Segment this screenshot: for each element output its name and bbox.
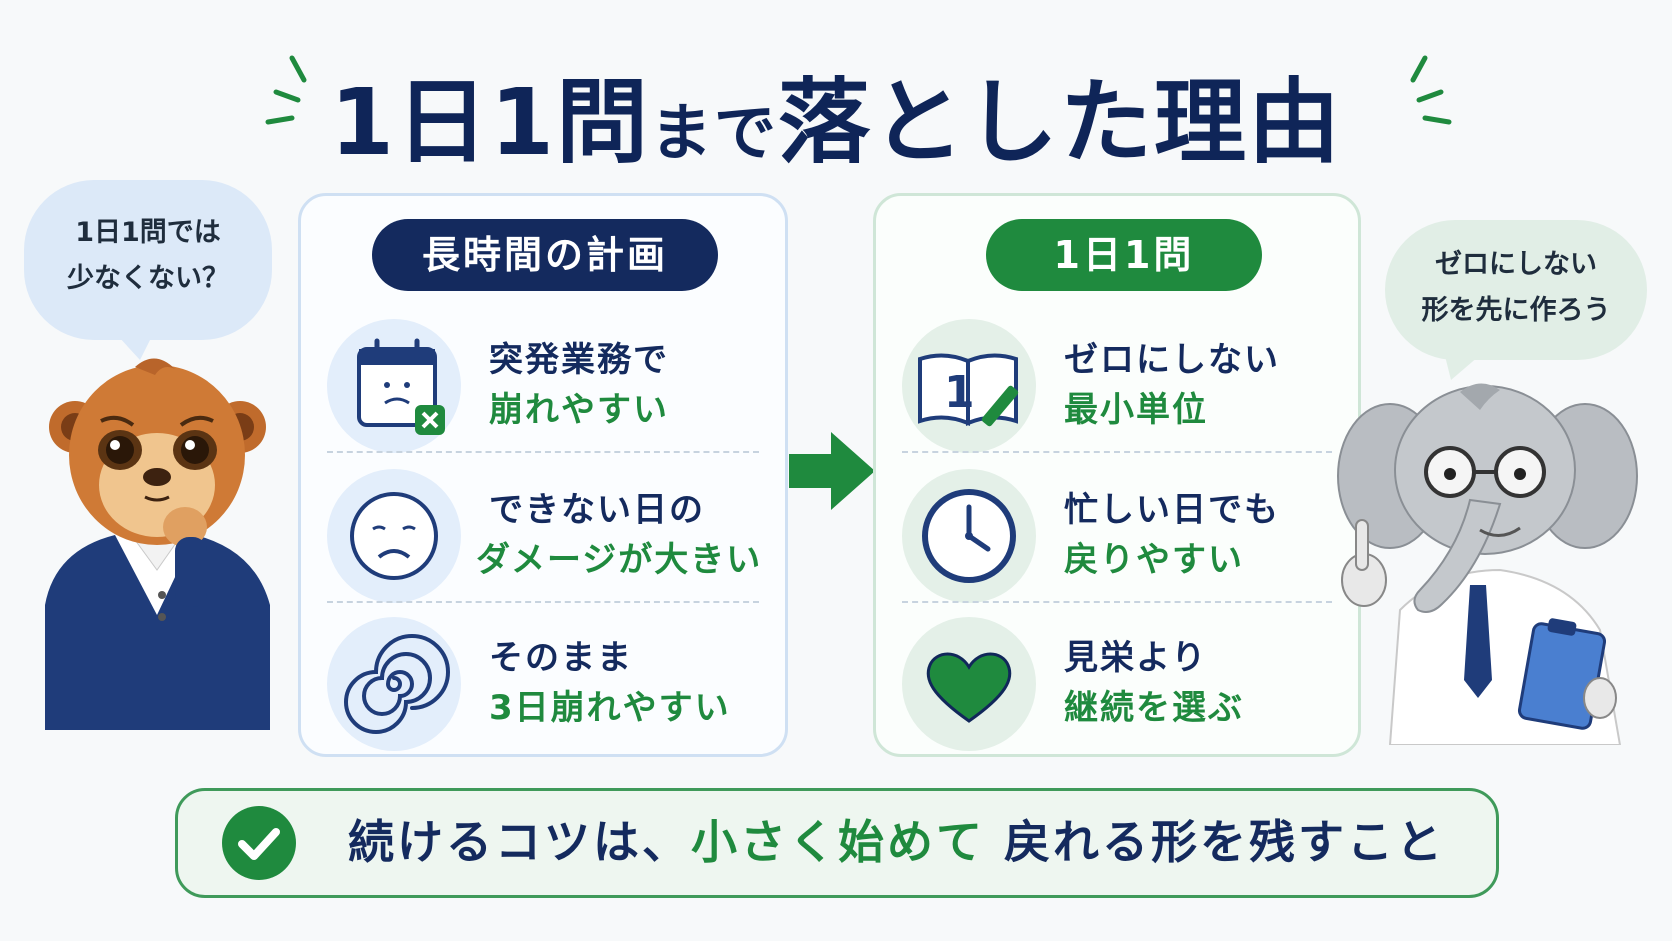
row-line1: できない日の — [489, 490, 705, 530]
row-line2: 崩れやすい — [489, 390, 669, 430]
row-line1: 突発業務で — [489, 340, 669, 380]
bubble-left-tail — [118, 336, 152, 360]
row-line1: 忙しい日でも — [1064, 490, 1280, 530]
list-item: できない日の ダメージが大きい — [301, 456, 785, 606]
heart-icon — [926, 652, 1012, 723]
arrow-right-icon — [789, 432, 875, 510]
long-plan-panel: 長時間の計画 突発業務で 崩れやすい — [298, 193, 788, 757]
row-line1: そのまま — [489, 638, 633, 678]
list-item: そのまま 3日崩れやすい — [301, 604, 785, 754]
banner-part2: 小さく始めて — [691, 815, 985, 869]
book-pencil-icon: 1 — [918, 353, 1019, 427]
list-item: 忙しい日でも 戻りやすい — [876, 456, 1358, 606]
long-plan-header: 長時間の計画 — [372, 219, 718, 291]
bubble-right-line1: ゼロにしない — [1435, 249, 1597, 280]
bubble-left-line2: 少なくない？ — [67, 263, 229, 294]
banner-text: 続けるコツは、小さく始めて 戻れる形を残すこと — [348, 809, 1445, 875]
list-item: 突発業務で 崩れやすい — [301, 306, 785, 456]
list-item: 見栄より 継続を選ぶ — [876, 604, 1358, 754]
bubble-right-line2: 形を先に作ろう — [1421, 295, 1611, 326]
divider — [902, 601, 1332, 603]
row-line2: 最小単位 — [1064, 390, 1208, 430]
bubble-left-line1: 1日1問では — [75, 217, 221, 248]
sad-face-icon — [350, 492, 438, 580]
sparkle-left-icon — [265, 55, 307, 125]
title-part3: 落とした理由 — [778, 69, 1343, 176]
row-line1: 見栄より — [1064, 638, 1208, 678]
speech-bubble-right: ゼロにしない 形を先に作ろう — [1385, 220, 1647, 360]
title-part1: 1日1問 — [329, 69, 650, 176]
divider — [327, 601, 759, 603]
meerkat-character-illustration — [45, 358, 270, 730]
one-question-panel: 1日1問 1 ゼロにしない 最小単位 忙しい日でも 戻りやすい — [873, 193, 1361, 757]
page-title: 1日1問まで落とした理由 — [0, 48, 1672, 181]
row-line2: 3日崩れやすい — [489, 688, 731, 728]
calendar-cross-icon — [357, 338, 445, 435]
one-question-header: 1日1問 — [986, 219, 1262, 291]
spiral-icon — [344, 634, 450, 734]
row-line2: 戻りやすい — [1064, 540, 1244, 580]
divider — [902, 451, 1332, 453]
row-line1: ゼロにしない — [1064, 340, 1280, 380]
summary-banner: 続けるコツは、小さく始めて 戻れる形を残すこと — [175, 788, 1499, 898]
title-part2: まで — [650, 96, 779, 169]
elephant-character-illustration — [1337, 383, 1638, 745]
bubble-right-tail — [1445, 356, 1479, 380]
banner-part1: 続けるコツは、 — [348, 815, 691, 869]
divider — [327, 451, 759, 453]
sparkle-right-icon — [1410, 55, 1452, 125]
row-line2: ダメージが大きい — [476, 540, 763, 580]
clock-icon — [922, 489, 1016, 583]
banner-part3: 戻れる形を残すこと — [1004, 815, 1446, 869]
list-item: 1 ゼロにしない 最小単位 — [876, 306, 1358, 456]
check-circle-icon — [222, 806, 296, 880]
svg-text:1: 1 — [944, 367, 975, 418]
row-line2: 継続を選ぶ — [1064, 688, 1244, 728]
speech-bubble-left: 1日1問では 少なくない？ — [24, 180, 272, 340]
